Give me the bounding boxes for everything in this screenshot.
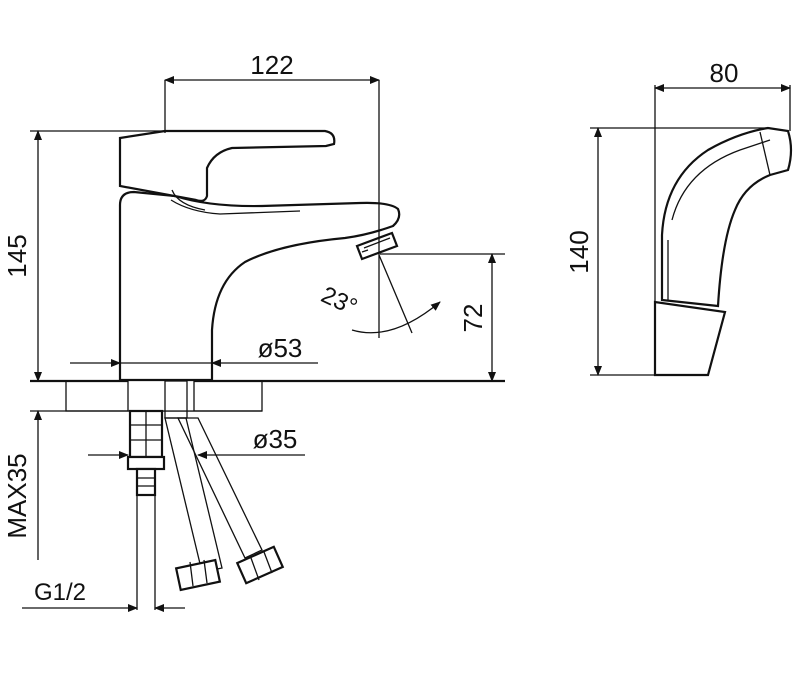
hose-nut-right bbox=[235, 545, 285, 585]
dimension-height-side: 140 bbox=[564, 127, 770, 376]
dimension-thread: G1/2 bbox=[22, 579, 185, 612]
dimension-max-thickness-label: MAX35 bbox=[2, 453, 32, 538]
dimension-width-side-label: 80 bbox=[710, 58, 739, 88]
dimension-base-diameter-label: ø53 bbox=[258, 333, 303, 363]
side-view: 80 140 bbox=[564, 58, 793, 377]
lever-handle bbox=[118, 80, 336, 215]
countertop-section bbox=[30, 380, 263, 412]
dimension-hole-diameter: ø35 bbox=[88, 424, 305, 459]
front-view: 122 145 72 23° ø53 bbox=[2, 50, 505, 612]
dimension-spout-angle: 23° bbox=[317, 254, 441, 338]
dimension-spout-height: 72 bbox=[380, 253, 505, 382]
dimension-hole-diameter-label: ø35 bbox=[253, 424, 298, 454]
dimension-width-front-label: 122 bbox=[250, 50, 293, 80]
dimension-height-front-label: 145 bbox=[2, 234, 32, 277]
dimension-spout-angle-label: 23° bbox=[317, 281, 361, 321]
dimension-width-side: 80 bbox=[654, 58, 791, 302]
dimension-spout-height-label: 72 bbox=[458, 304, 488, 333]
aerator bbox=[355, 231, 399, 261]
dimension-width-front: 122 bbox=[164, 50, 380, 255]
dimension-max-thickness: MAX35 bbox=[2, 410, 42, 560]
side-view-base bbox=[653, 300, 727, 377]
dimension-thread-label: G1/2 bbox=[34, 579, 86, 606]
dimension-base-diameter: ø53 bbox=[70, 333, 318, 367]
hose-nut-left bbox=[174, 558, 222, 592]
supply-tubes bbox=[126, 380, 285, 610]
side-view-body bbox=[660, 126, 793, 308]
dimension-height-front: 145 bbox=[2, 130, 165, 382]
dimension-height-side-label: 140 bbox=[564, 230, 594, 273]
